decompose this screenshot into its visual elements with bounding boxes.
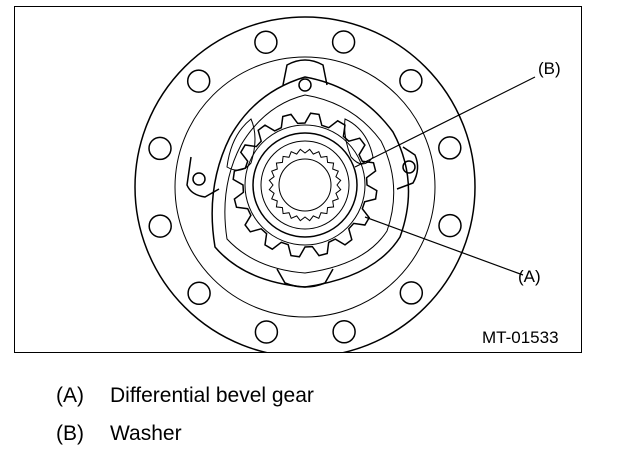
bolt-hole [399,68,423,93]
legend-item: (A) Differential bevel gear [56,384,314,422]
figure-frame [14,6,582,353]
flange-inner-edge [174,56,436,318]
bolt-hole [331,30,356,54]
bolt-hole [438,213,462,238]
bevel-gear-hub [244,124,366,246]
legend-text: Differential bevel gear [110,384,314,407]
right-pin-hole [402,160,416,174]
callout-label-a: (A) [518,267,541,286]
legend-item: (B) Washer [56,422,314,460]
leader-line-b [354,76,536,168]
differential-illustration [134,16,536,352]
differential-bevel-gear [232,112,378,258]
top-boss [282,59,328,86]
bolt-hole [148,214,172,238]
bolt-hole [399,281,424,305]
bottom-boss [276,268,334,288]
legend-text: Washer [110,422,182,445]
bolt-hole [438,136,462,160]
leader-line-a [364,216,524,276]
bolt-hole [187,281,211,306]
left-pin-hole [192,172,206,186]
right-boss [396,146,419,190]
bolt-hole [254,320,279,344]
differential-case [211,76,410,288]
bore-center [278,158,332,212]
washer [252,132,358,238]
flange-outer-edge [134,16,476,352]
top-pin-hole [298,78,312,92]
case-inner-edge [224,94,395,274]
bolt-hole [186,69,211,93]
left-boss [186,156,220,198]
bolt-hole [148,136,172,161]
legend: (A) Differential bevel gear (B) Washer [56,384,314,460]
legend-key: (B) [56,422,84,445]
bolt-holes [148,30,462,344]
figure-code: MT-01533 [482,328,559,347]
bolt-hole [254,30,278,54]
spline-bore [268,148,342,222]
bolt-hole [332,320,356,344]
callout-label-b: (B) [538,59,561,78]
legend-key: (A) [56,384,84,407]
washer-inner-edge [260,140,350,230]
